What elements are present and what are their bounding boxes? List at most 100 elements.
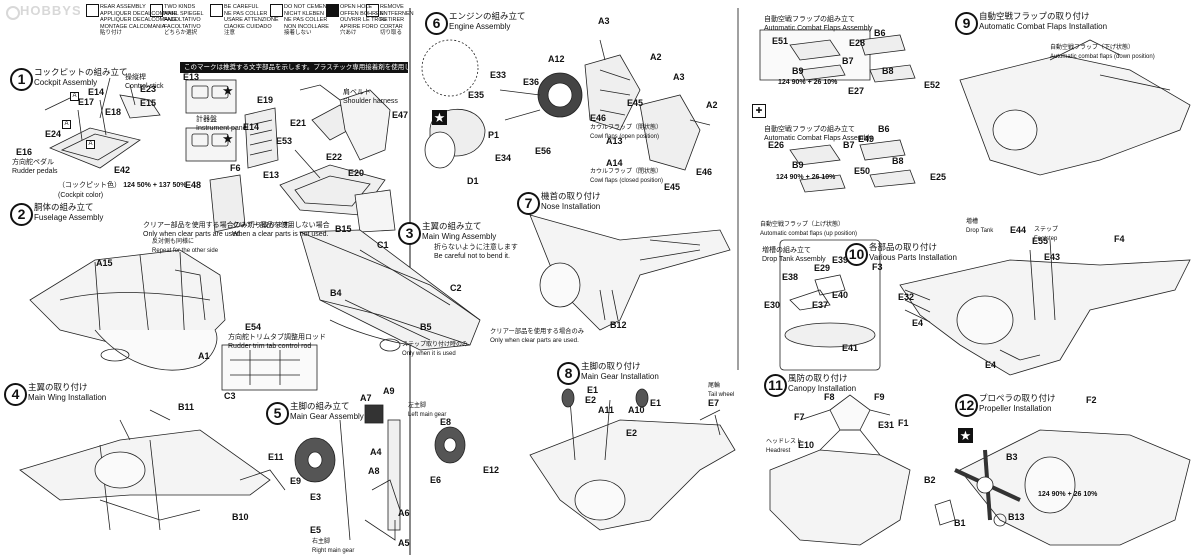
legend-col-two-kinds: TWO KINDS NAHL SPIEGEL FACOLTATIVO FACOL… bbox=[164, 4, 204, 37]
remove-icon bbox=[366, 4, 379, 17]
part-label: E34 bbox=[495, 153, 512, 163]
propeller-color: 124 90% + 26 10% bbox=[1038, 491, 1098, 498]
part-label: A3 bbox=[598, 16, 610, 26]
part-label: E53 bbox=[276, 136, 293, 146]
droptank-title: 増槽の組み立て Drop Tank Assembly bbox=[762, 246, 826, 263]
part-label: E56 bbox=[535, 146, 552, 156]
part-label: A10 bbox=[628, 405, 645, 415]
part-label: E55 bbox=[1032, 236, 1049, 246]
part-label: A6 bbox=[398, 508, 410, 518]
part-label: B3 bbox=[1006, 452, 1018, 462]
cockpit-color-note: （コックピット色） 124 50% + 137 50%(Cockpit colo… bbox=[58, 181, 187, 199]
part-label: E42 bbox=[114, 165, 131, 175]
part-label: B15 bbox=[335, 224, 352, 234]
step-6-title: エンジンの組み立て Engine Assembly bbox=[449, 12, 526, 31]
part-label: E36 bbox=[523, 77, 540, 87]
part-label: E30 bbox=[764, 300, 781, 310]
part-label: B9 bbox=[792, 66, 804, 76]
part-label: E4 bbox=[985, 360, 997, 370]
two-kinds-icon bbox=[150, 4, 163, 17]
star-decal-icon: ★ bbox=[222, 83, 234, 98]
open-hole-icon bbox=[326, 4, 339, 17]
flaps-down-color: 124 90% + 26 10% bbox=[778, 79, 838, 86]
step-2-number: 2 bbox=[10, 203, 33, 226]
flaps-up-color: 124 90% + 26 10% bbox=[776, 174, 836, 181]
part-label: B12 bbox=[610, 320, 627, 330]
step-9-title: 自動空戦フラップの取り付け Automatic Combat Flaps Ins… bbox=[979, 12, 1108, 31]
flaps-down-caption: 自動空戦フラップ（下げ状態）Automatic combat flaps (do… bbox=[1050, 44, 1155, 60]
step-12-number: 12 bbox=[955, 394, 978, 417]
part-label: E2 bbox=[585, 395, 597, 405]
legend-strip: REAR ASSEMBLY APPLIQUER DECALCOMANIE APP… bbox=[80, 1, 414, 51]
part-label: B2 bbox=[924, 475, 936, 485]
part-label: E4 bbox=[912, 318, 924, 328]
part-label: A2 bbox=[706, 100, 718, 110]
part-label: B9 bbox=[792, 160, 804, 170]
part-label: E10 bbox=[798, 440, 815, 450]
part-label: D1 bbox=[467, 176, 479, 186]
part-label: E45 bbox=[664, 182, 681, 192]
part-label: E33 bbox=[490, 70, 507, 80]
part-label: E49 bbox=[858, 134, 875, 144]
part-label: E26 bbox=[768, 140, 785, 150]
part-label: A12 bbox=[548, 54, 565, 64]
flaps-up-title: 自動空戦フラップの組み立て Automatic Combat Flaps Ass… bbox=[764, 125, 873, 142]
part-label: E43 bbox=[1044, 252, 1061, 262]
watermark-logo-icon bbox=[6, 6, 20, 20]
legend-col-open-hole: OPEN HOLE OFFEN BOHREN OUVRIR LE TROU AP… bbox=[340, 4, 387, 37]
part-label: E54 bbox=[245, 322, 262, 332]
part-label: E44 bbox=[1010, 225, 1027, 235]
step-1-title: コックピットの組み立て Cockpit Assembly bbox=[34, 68, 128, 87]
step-3-title: 主翼の組み立て Main Wing Assembly bbox=[422, 222, 497, 241]
step-1-number: 1 bbox=[10, 68, 33, 91]
part-label: A8 bbox=[368, 466, 380, 476]
part-label: E12 bbox=[483, 465, 500, 475]
part-label: E41 bbox=[842, 343, 859, 353]
step-12-title: プロペラの取り付け Propeller Installation bbox=[979, 394, 1056, 413]
part-label: E15 bbox=[140, 98, 157, 108]
part-label: E13 bbox=[263, 170, 280, 180]
part-label: E52 bbox=[924, 80, 941, 90]
cement-icon: ✚ bbox=[752, 104, 766, 118]
part-label: E14 bbox=[243, 122, 260, 132]
part-label: E20 bbox=[348, 168, 365, 178]
part-label: E27 bbox=[848, 86, 865, 96]
part-label: B10 bbox=[232, 512, 249, 522]
step-5-number: 5 bbox=[266, 402, 289, 425]
part-label: E2 bbox=[626, 428, 638, 438]
part-label: E46 bbox=[590, 113, 607, 123]
no-cement-icon bbox=[270, 4, 283, 17]
step-4-number: 4 bbox=[4, 383, 27, 406]
part-label: B11 bbox=[178, 402, 195, 412]
part-label: C3 bbox=[224, 391, 236, 401]
part-label: E37 bbox=[812, 300, 829, 310]
star-decal-icon: ★ bbox=[432, 110, 447, 125]
part-label: E17 bbox=[78, 97, 95, 107]
part-label: A15 bbox=[96, 258, 113, 268]
part-label: E31 bbox=[878, 420, 895, 430]
part-label: F2 bbox=[1086, 395, 1097, 405]
step-10-number: 10 bbox=[845, 243, 868, 266]
part-label: F7 bbox=[794, 412, 805, 422]
part-label: A3 bbox=[673, 72, 685, 82]
part-label: F1 bbox=[898, 418, 909, 428]
part-label: A7 bbox=[360, 393, 372, 403]
part-label: B5 bbox=[420, 322, 432, 332]
part-label: A13 bbox=[606, 136, 623, 146]
part-label: E32 bbox=[898, 292, 915, 302]
part-label: B8 bbox=[892, 156, 904, 166]
step-10-title: 各部品の取り付け Various Parts Installation bbox=[869, 243, 957, 262]
part-label: E6 bbox=[430, 475, 442, 485]
part-label: E39 bbox=[832, 255, 849, 265]
